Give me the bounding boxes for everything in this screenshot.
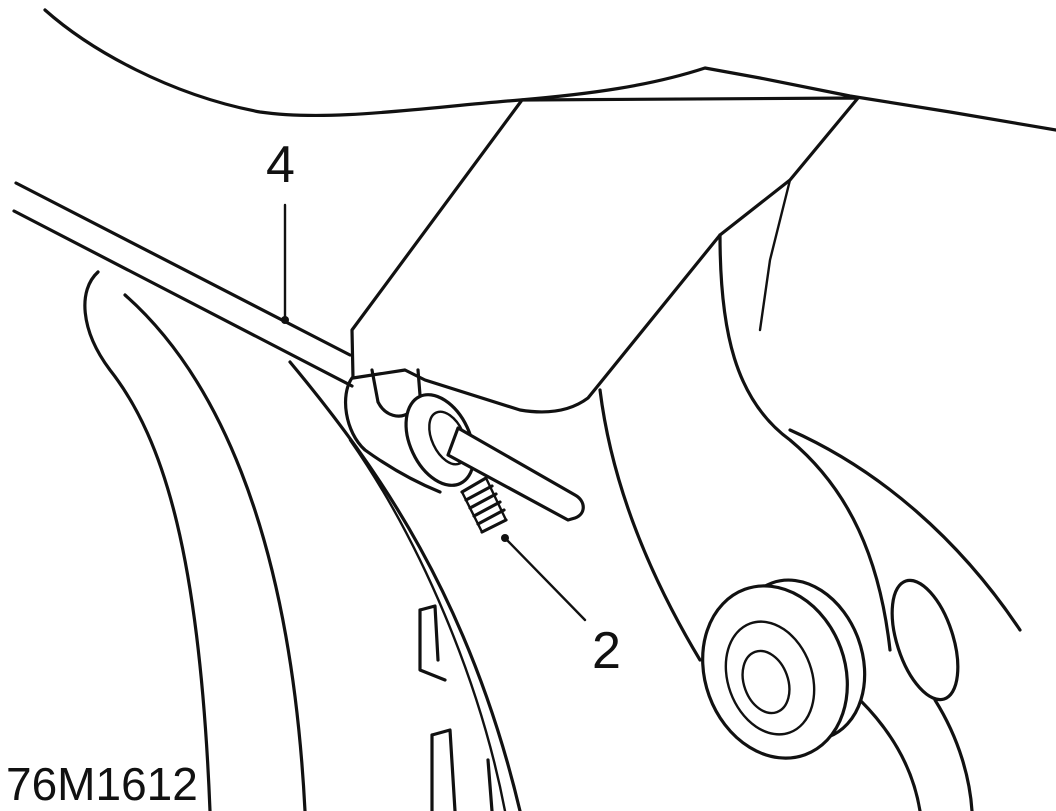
slot-upper xyxy=(418,604,447,682)
figure-reference-code: 76M1612 xyxy=(6,758,198,810)
rear-bushing xyxy=(890,578,960,702)
pedal-arm-right-edge xyxy=(718,233,892,652)
callout-4-label: 4 xyxy=(266,136,295,194)
pivot-bushing-ring xyxy=(724,620,816,736)
callout-2-dot xyxy=(501,534,509,542)
pivot-bushing xyxy=(701,584,849,760)
washer xyxy=(404,393,476,487)
pivot-bushing-bore xyxy=(741,649,791,715)
panel-curve-fourth xyxy=(348,438,507,811)
callout-2-leader xyxy=(503,536,587,622)
callout-2-label: 2 xyxy=(592,622,621,680)
panel-curve-third xyxy=(288,360,522,811)
return-spring xyxy=(460,476,508,534)
panel-curve-inner xyxy=(123,293,307,811)
clevis-pin xyxy=(446,426,585,522)
body-top-outline xyxy=(43,8,1056,132)
panel-curve-outer xyxy=(83,270,212,811)
lower-frame-far xyxy=(933,698,974,811)
cable-lower-edge xyxy=(12,209,354,388)
spring-side xyxy=(460,476,508,534)
spring-coil xyxy=(460,476,508,534)
bracket-block xyxy=(350,96,860,414)
slot-lower xyxy=(430,728,494,811)
lower-frame-right xyxy=(858,698,922,811)
cable-assembly xyxy=(12,181,354,388)
pedal-arm-left-edge xyxy=(598,388,702,662)
bracket-rear-edge xyxy=(758,178,792,332)
cable-upper-edge xyxy=(14,181,352,357)
pedal-arm-far-edge xyxy=(788,428,1022,632)
callout-4-dot xyxy=(281,316,289,324)
